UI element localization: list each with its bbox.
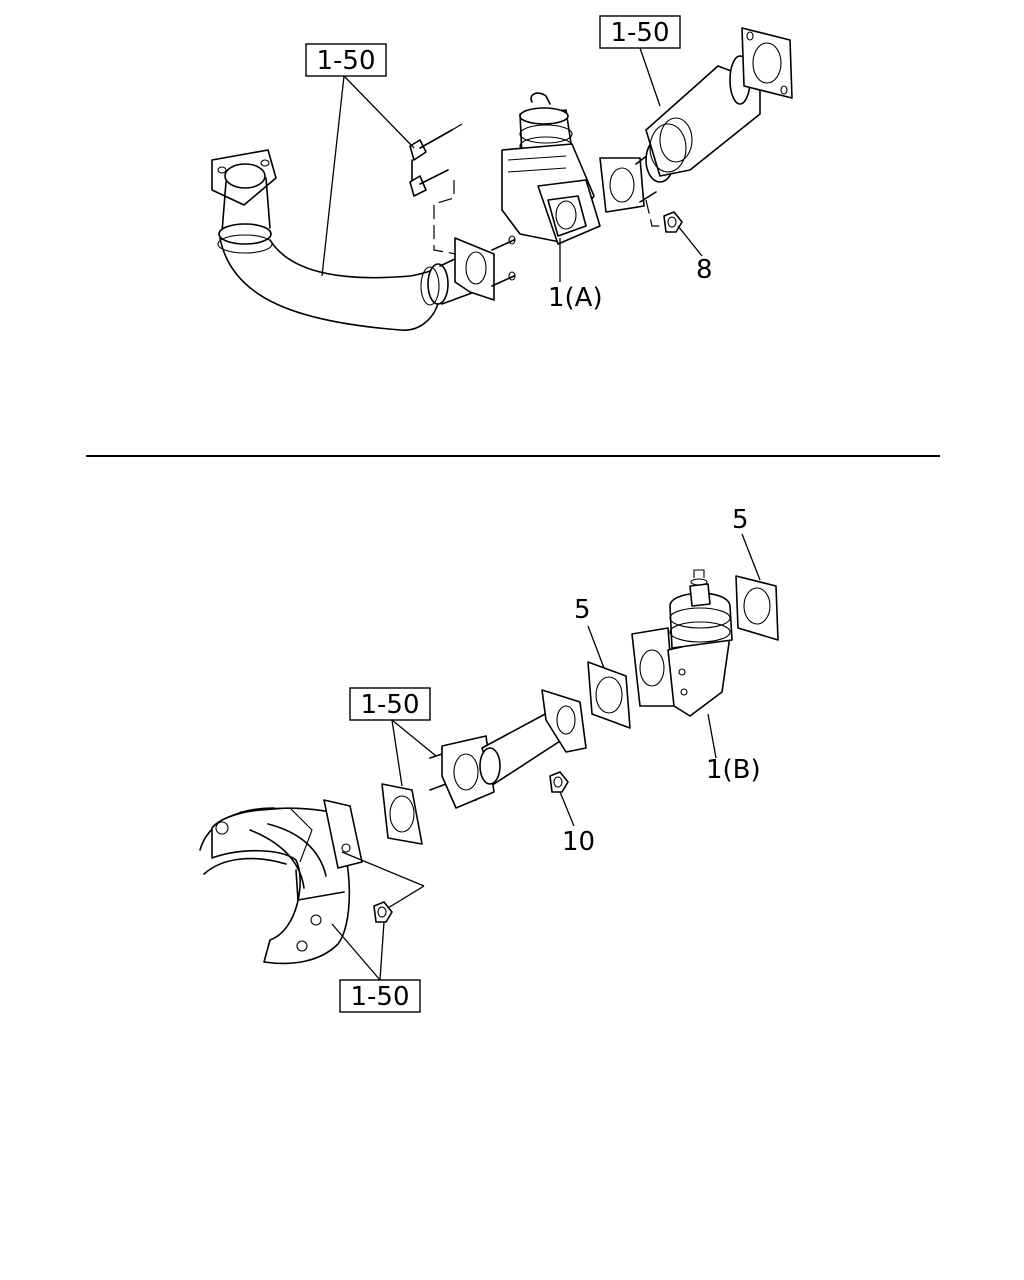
callout-ref-bottom-mid: 1-50 [349,687,431,721]
label-part-1a: 1(A) [548,283,603,313]
callout-ref-top-right: 1-50 [599,15,681,49]
gasket-lower-left [381,783,423,845]
gasket-5-upper [735,575,779,641]
gasket-5-lower [587,661,631,729]
nut-10 [549,771,569,793]
callout-ref-bottom-low: 1-50 [339,979,421,1013]
catalytic-converter [599,27,793,213]
svg-text:1-50: 1-50 [610,18,669,48]
label-part-1b: 1(B) [706,755,761,785]
exhaust-brake-valve-a [501,92,601,245]
exhaust-pipe-straight [429,689,587,809]
callout-ref-top-left: 1-50 [305,43,387,77]
label-part-10: 10 [562,827,595,857]
svg-text:1-50: 1-50 [316,46,375,76]
label-part-8: 8 [696,255,713,285]
exhaust-brake-valve-b [631,569,733,717]
turbocharger [199,799,363,965]
front-exhaust-pipe [211,149,516,331]
label-part-5-lower: 5 [574,595,591,625]
clamp-bolts [409,123,463,255]
nut-8 [645,199,683,233]
svg-text:1-50: 1-50 [360,690,419,720]
top-leader-lines [321,47,703,282]
bottom-leader-lines [331,533,761,981]
label-part-5-upper: 5 [732,505,749,535]
nut-lower [373,901,393,923]
svg-text:1-50: 1-50 [350,982,409,1012]
